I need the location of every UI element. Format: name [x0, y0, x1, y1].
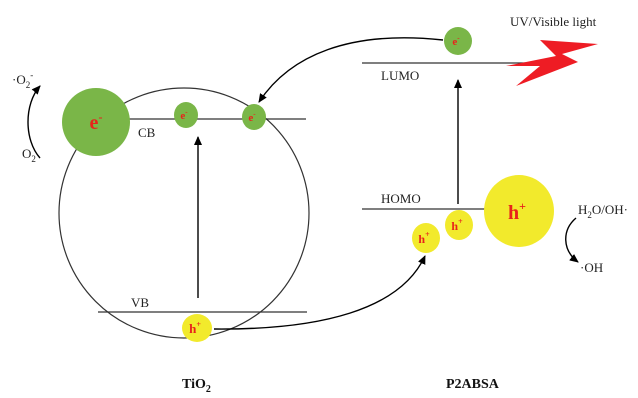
tio2-cb-electron-1 [174, 102, 198, 128]
hole-transfer-arrow [213, 255, 426, 330]
light-source-label: UV/Visible light [510, 14, 597, 29]
tio2-cb-electron-2 [242, 104, 266, 130]
tio2-cb-label: CB [138, 125, 156, 140]
p2absa-large-hole-label: h+ [508, 199, 526, 224]
electron-transfer-arrow [258, 37, 444, 103]
tio2-large-electron-label: e- [90, 110, 103, 134]
hydroxyl-oxidation-arrow [565, 217, 579, 263]
tio2-particle-circle [58, 87, 310, 339]
tio2-cb-electron-2-label: e- [248, 110, 256, 124]
p2absa-lumo-electron [444, 27, 472, 55]
lightning-bolt-icon [506, 40, 598, 86]
tio2-vb-hole [182, 314, 212, 342]
tio2-large-electron [62, 88, 130, 156]
water-hydroxide-label: H2O/OH· [578, 202, 628, 220]
tio2-vb-label: VB [131, 295, 149, 310]
oxygen-reduction-arrow [27, 85, 41, 159]
tio2-cb-electron-1-label: e- [180, 108, 188, 122]
p2absa-homo-hole [445, 210, 473, 240]
p2absa-transferred-hole [412, 223, 440, 253]
oxygen-label: O2 [22, 146, 36, 164]
tio2-title: TiO2 [182, 377, 211, 395]
tio2-vb-hole-label: h+ [189, 320, 201, 336]
p2absa-homo-label: HOMO [381, 191, 421, 206]
p2absa-title: P2ABSA [446, 377, 500, 392]
p2absa-lumo-label: LUMO [381, 68, 419, 83]
hydroxyl-radical-label: ·OH [580, 260, 603, 275]
p2absa-large-hole [484, 175, 554, 247]
p2absa-lumo-electron-label: e- [452, 34, 460, 48]
p2absa-transferred-hole-label: h+ [418, 230, 430, 246]
superoxide-label: ·O2- [12, 70, 33, 90]
p2absa-homo-hole-label: h+ [451, 217, 463, 233]
